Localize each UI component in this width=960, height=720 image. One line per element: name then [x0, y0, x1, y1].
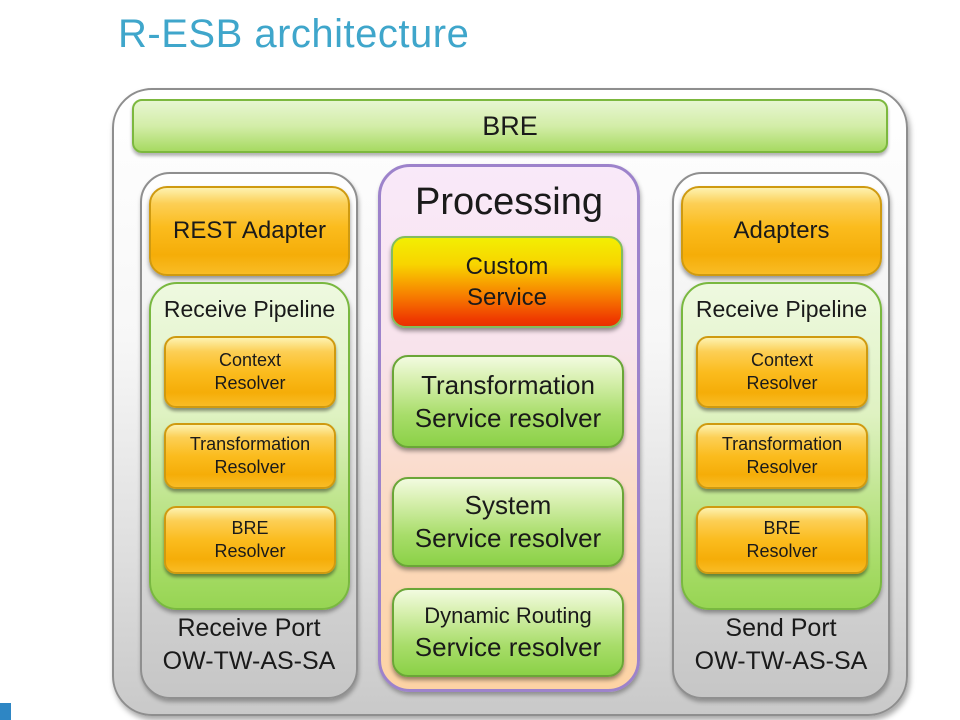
transformation-resolver-box: Transformation Resolver	[696, 423, 868, 489]
resolver-line: Context	[750, 350, 814, 370]
resolver-line: Resolver	[746, 373, 818, 393]
resolver-line: Transformation	[189, 434, 311, 454]
port-label-line: Receive Port	[177, 614, 321, 642]
send-port-container: Adapters Receive Pipeline Context Resolv…	[672, 172, 890, 699]
service-line: Dynamic Routing	[424, 603, 592, 628]
custom-service-line: Custom	[465, 253, 549, 280]
dynamic-routing-service-resolver-box: Dynamic Routing Service resolver	[392, 588, 624, 677]
processing-title: Processing	[415, 181, 603, 223]
system-service-resolver-box: System Service resolver	[392, 477, 624, 567]
adapters-label: Adapters	[733, 217, 830, 244]
bre-resolver-box: BRE Resolver	[164, 506, 336, 574]
receive-pipeline-right: Receive Pipeline Context Resolver Transf…	[681, 282, 882, 610]
rest-adapter-box: REST Adapter	[149, 186, 350, 276]
bre-bar: BRE	[132, 99, 888, 153]
adapters-box: Adapters	[681, 186, 882, 276]
resolver-line: Resolver	[214, 457, 286, 477]
service-line: System	[464, 490, 552, 520]
rest-adapter-label: REST Adapter	[173, 217, 326, 244]
resolver-line: Context	[218, 350, 282, 370]
processing-panel: Processing Custom Service Transformation…	[378, 164, 640, 692]
pipeline-title: Receive Pipeline	[695, 296, 868, 322]
resolver-line: Resolver	[214, 373, 286, 393]
port-label-line: Send Port	[725, 614, 837, 642]
resolver-line: Resolver	[214, 541, 286, 561]
receive-port-label: Receive Port OW-TW-AS-SA	[142, 612, 356, 678]
port-label-line: OW-TW-AS-SA	[694, 647, 868, 675]
service-line: Transformation	[421, 369, 595, 400]
resolver-line: Resolver	[746, 541, 818, 561]
receive-port-container: REST Adapter Receive Pipeline Context Re…	[140, 172, 358, 699]
context-resolver-box: Context Resolver	[164, 336, 336, 408]
transformation-resolver-box: Transformation Resolver	[164, 423, 336, 489]
receive-pipeline-left: Receive Pipeline Context Resolver Transf…	[149, 282, 350, 610]
resolver-line: BRE	[231, 518, 269, 538]
resolver-line: BRE	[763, 518, 801, 538]
page-title: R-ESB architecture	[118, 12, 470, 56]
resolver-line: Transformation	[721, 434, 843, 454]
port-label-line: OW-TW-AS-SA	[162, 647, 336, 675]
accent-square	[0, 703, 11, 720]
resolver-line: Resolver	[746, 457, 818, 477]
esb-container: BRE REST Adapter Receive Pipeline Contex…	[112, 88, 908, 716]
service-line: Service resolver	[414, 523, 602, 553]
bre-label: BRE	[482, 110, 538, 141]
service-line: Service resolver	[414, 632, 602, 662]
transformation-service-resolver-box: Transformation Service resolver	[392, 355, 624, 448]
custom-service-line: Service	[466, 284, 548, 311]
pipeline-title: Receive Pipeline	[163, 296, 336, 322]
custom-service-box: Custom Service	[391, 236, 623, 328]
service-line: Service resolver	[414, 402, 602, 433]
send-port-label: Send Port OW-TW-AS-SA	[674, 612, 888, 678]
context-resolver-box: Context Resolver	[696, 336, 868, 408]
bre-resolver-box: BRE Resolver	[696, 506, 868, 574]
